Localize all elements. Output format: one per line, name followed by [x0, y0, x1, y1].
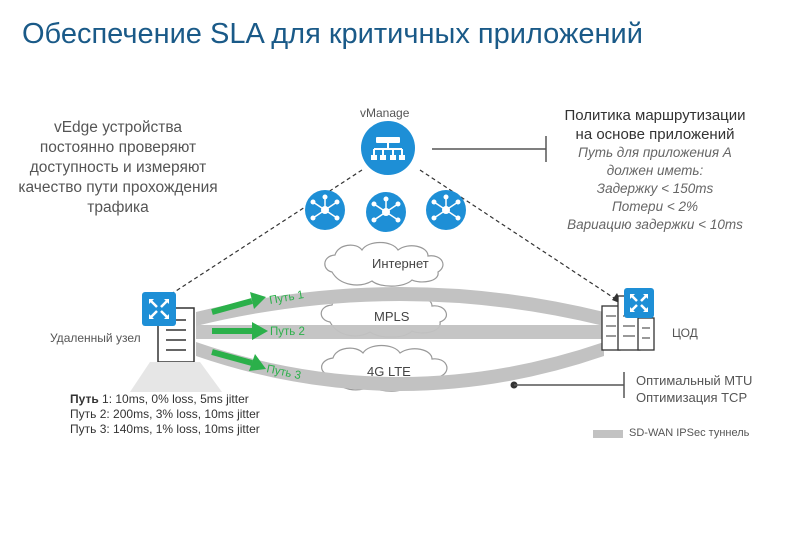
controller-hub-icon-1	[305, 190, 345, 230]
cloud-internet	[324, 241, 444, 287]
policy-line: Вариацию задержки < 10ms	[567, 217, 743, 232]
path-stat-3: Путь 3: 140ms, 1% loss, 10ms jitter	[70, 422, 260, 436]
optimizations: Оптимальный MTU Оптимизация TCP	[636, 372, 752, 406]
policy-line: Задержку < 150ms	[596, 181, 714, 196]
control-link-dc	[419, 169, 621, 303]
policy-line: должен иметь:	[606, 163, 704, 178]
legend-label: SD-WAN IPSec туннель	[629, 427, 750, 439]
path-arrow-1	[211, 292, 266, 315]
policy-line: Потери < 2%	[612, 199, 698, 214]
path-arrow-3	[211, 349, 266, 371]
path-stat-1-rest: 1: 10ms, 0% loss, 5ms jitter	[98, 392, 249, 406]
legend-swatch	[593, 430, 623, 438]
optimization-tcp: Оптимизация TCP	[636, 390, 748, 405]
controller-hub-icon-2	[366, 192, 406, 232]
controller-hub-icon-3	[426, 190, 466, 230]
dc-vedge-icon	[624, 288, 654, 318]
path-stat-1: Путь 1: 10ms, 0% loss, 5ms jitter	[70, 392, 290, 407]
control-link-remote	[161, 169, 363, 301]
policy-heading-1: Политика маршрутизации	[564, 107, 746, 124]
cloud-lte-label: 4G LTE	[367, 364, 411, 379]
path-stat-1-name: Путь	[70, 392, 99, 406]
page-title: Обеспечение SLA для критичных приложений	[22, 18, 643, 50]
dc-label: ЦОД	[672, 326, 698, 340]
path-stats: Путь 1: 10ms, 0% loss, 5ms jitter Путь 2…	[70, 392, 290, 437]
tunnel-lte	[196, 342, 604, 391]
remote-vedge-icon	[142, 292, 176, 326]
description-text: vEdge устройства постоянно проверяют дос…	[18, 119, 218, 216]
cloud-internet-label: Интернет	[372, 256, 429, 271]
policy-heading-2: на основе приложений	[575, 126, 735, 143]
path-arrow-2	[212, 322, 268, 340]
tunnel-internet	[196, 287, 604, 326]
policy-block: Политика маршрутизации на основе приложе…	[520, 106, 790, 234]
vmanage-icon	[361, 121, 415, 175]
remote-site-label: Удаленный узел	[50, 331, 141, 345]
tunnel-mpls	[196, 325, 604, 339]
path-label-2: Путь 2	[270, 326, 305, 338]
vmanage-label: vManage	[360, 106, 410, 120]
optimization-mtu: Оптимальный MTU	[636, 373, 753, 388]
path-stat-2: Путь 2: 200ms, 3% loss, 10ms jitter	[70, 407, 260, 421]
cloud-mpls-label: MPLS	[374, 309, 410, 324]
path-label-1: Путь 1	[268, 289, 304, 307]
policy-line: Путь для приложения А	[578, 145, 732, 160]
